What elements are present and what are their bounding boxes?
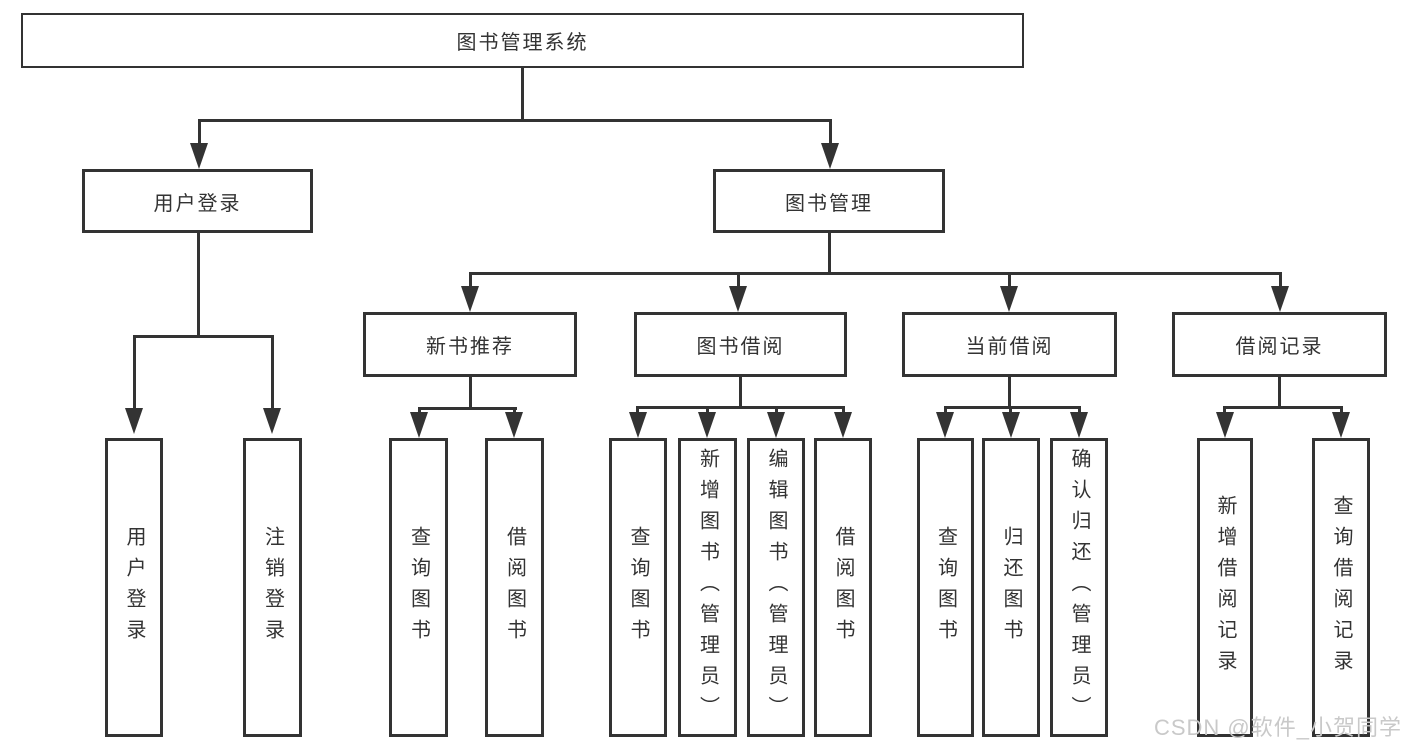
leaf-records-add-record: 新增借阅记录 — [1197, 438, 1253, 737]
leaf-user-login: 用户登录 — [105, 438, 163, 737]
node-book-management: 图书管理 — [713, 169, 945, 233]
leaf-newbook-borrow-books: 借阅图书 — [485, 438, 544, 737]
connector-leaf-cb-query-stub — [944, 406, 947, 415]
arrowhead-leaf-cb-return — [1002, 412, 1020, 438]
arrowhead-leaf-bb-edit — [767, 412, 785, 438]
node-library-management-system: 图书管理系统 — [21, 13, 1024, 68]
connector-new-book-rec-stem — [469, 377, 472, 409]
connector-book-borrow-crossbar — [636, 406, 845, 409]
leaf-borrowing-add-books-admin: 新增图书（管理员） — [678, 438, 737, 737]
connector-leaf-br-query-stub — [1340, 406, 1343, 415]
connector-user-login-stem — [197, 233, 200, 337]
connector-leaf-br-add-stub — [1223, 406, 1226, 415]
leaf-records-query-record: 查询借阅记录 — [1312, 438, 1370, 737]
connector-root-stem — [521, 68, 524, 121]
connector-current-borrow-crossbar — [944, 406, 1081, 409]
arrowhead-leaf-cb-confirm — [1070, 412, 1088, 438]
leaf-logout: 注销登录 — [243, 438, 302, 737]
arrowhead-leaf-logout — [263, 408, 281, 434]
arrowhead-leaf-cb-query — [936, 412, 954, 438]
connector-leaf-bb-edit-stub — [775, 406, 778, 415]
arrowhead-leaf-nb-borrow — [505, 412, 523, 438]
arrowhead-leaf-user-login — [125, 408, 143, 434]
connector-borrow-record-crossbar — [1223, 406, 1343, 409]
node-book-borrowing: 图书借阅 — [634, 312, 847, 377]
arrowhead-user-login — [190, 143, 208, 169]
connector-current-borrow-stem — [1008, 377, 1011, 407]
connector-leaf-user-login-stub — [133, 335, 136, 410]
connector-book-borrow-stub — [737, 272, 740, 288]
leaf-current-query-books: 查询图书 — [917, 438, 974, 737]
arrowhead-leaf-bb-borrow — [834, 412, 852, 438]
node-user-login: 用户登录 — [82, 169, 313, 233]
connector-borrow-record-stem — [1278, 377, 1281, 407]
node-borrowing-records: 借阅记录 — [1172, 312, 1387, 377]
leaf-current-confirm-return-admin: 确认归还（管理员） — [1050, 438, 1108, 737]
connector-leaf-cb-return-stub — [1009, 406, 1012, 415]
csdn-watermark: CSDN @软件_小贺同学 — [1153, 715, 1402, 740]
arrowhead-borrow-record — [1271, 286, 1289, 312]
connector-leaf-logout-stub — [271, 335, 274, 410]
connector-book-mgmt-stub — [829, 119, 832, 147]
connector-book-mgmt-stem — [828, 233, 831, 275]
connector-user-login-stub — [198, 119, 201, 147]
arrowhead-book-borrow — [729, 286, 747, 312]
arrowhead-leaf-br-query — [1332, 412, 1350, 438]
connector-leaf-cb-confirm-stub — [1078, 406, 1081, 415]
connector-current-borrow-stub — [1008, 272, 1011, 288]
arrowhead-current-borrow — [1000, 286, 1018, 312]
connector-root-crossbar — [198, 119, 832, 122]
connector-new-book-rec-crossbar — [418, 407, 517, 410]
arrowhead-leaf-nb-query — [410, 412, 428, 438]
connector-leaf-bb-query-stub — [636, 406, 639, 415]
arrowhead-new-book-rec — [461, 286, 479, 312]
connector-book-borrow-stem — [739, 377, 742, 407]
leaf-current-return-books: 归还图书 — [982, 438, 1040, 737]
node-new-book-recommend: 新书推荐 — [363, 312, 577, 377]
arrowhead-leaf-br-add — [1216, 412, 1234, 438]
leaf-borrowing-edit-books-admin: 编辑图书（管理员） — [747, 438, 805, 737]
node-current-borrowing: 当前借阅 — [902, 312, 1117, 377]
connector-borrow-record-stub — [1279, 272, 1282, 288]
connector-book-mgmt-crossbar — [469, 272, 1282, 275]
arrowhead-leaf-bb-query — [629, 412, 647, 438]
arrowhead-book-mgmt — [821, 143, 839, 169]
connector-leaf-bb-borrow-stub — [842, 406, 845, 415]
leaf-newbook-query-books: 查询图书 — [389, 438, 448, 737]
connector-leaf-bb-add-stub — [706, 406, 709, 415]
leaf-borrowing-query-books: 查询图书 — [609, 438, 667, 737]
leaf-borrowing-borrow-books: 借阅图书 — [814, 438, 872, 737]
connector-user-login-crossbar — [133, 335, 274, 338]
connector-leaf-nb-query-stub — [418, 407, 421, 415]
connector-new-book-rec-stub — [469, 272, 472, 288]
connector-leaf-nb-borrow-stub — [513, 407, 516, 415]
arrowhead-leaf-bb-add — [698, 412, 716, 438]
